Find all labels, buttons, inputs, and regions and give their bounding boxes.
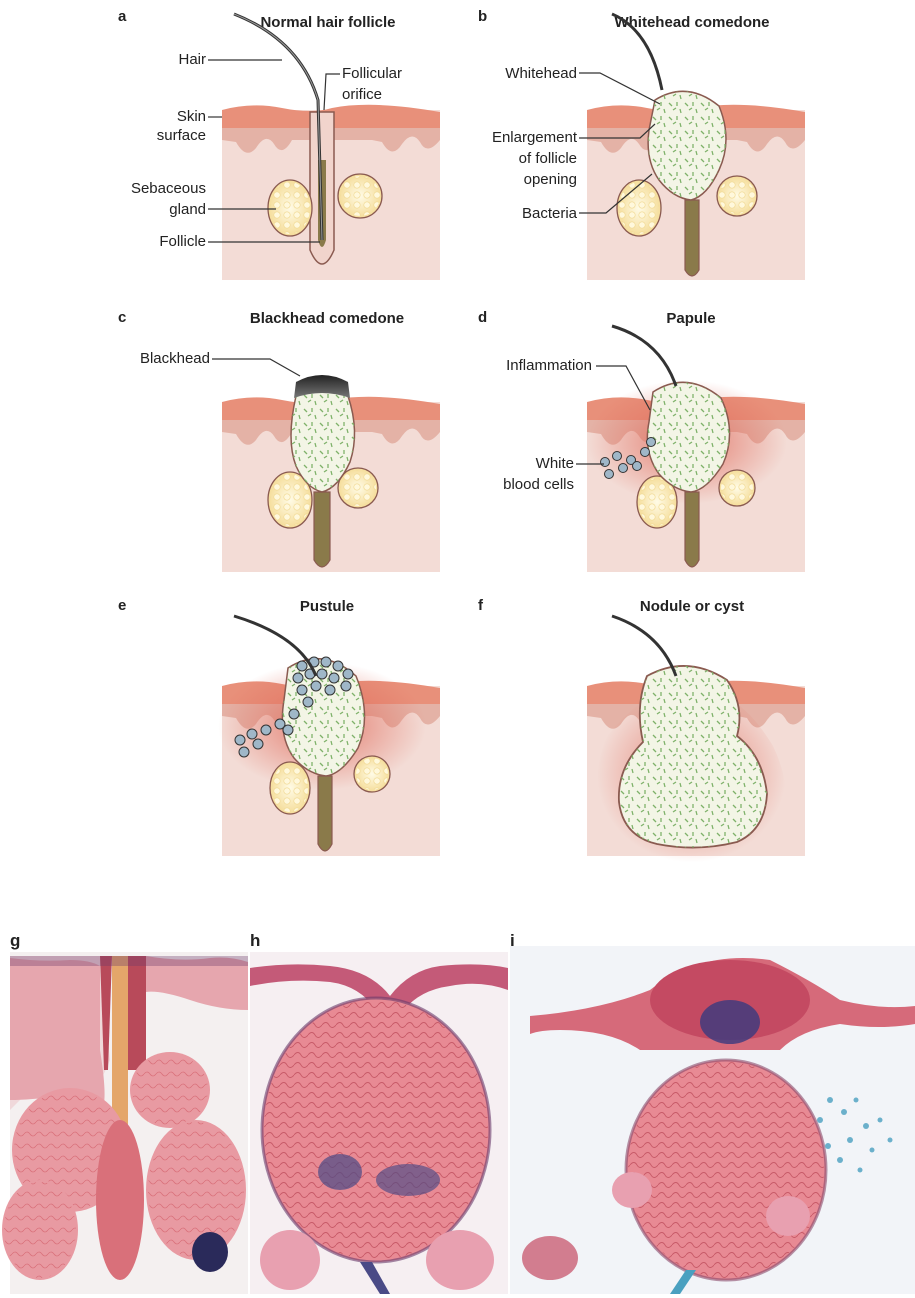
label-surface: surface [157, 127, 206, 144]
panel-title: Blackhead comedone [250, 310, 404, 327]
panel-letter: g [10, 931, 20, 950]
label-follicle: Follicle [159, 233, 206, 250]
panel-d: d Papule Inflammation White blood cells [478, 309, 805, 572]
label-enlargement: Enlargement [492, 129, 578, 146]
label-orifice: orifice [342, 86, 382, 103]
label-inflammation: Inflammation [506, 357, 592, 374]
panel-letter: f [478, 597, 484, 614]
panel-letter: b [478, 8, 487, 25]
pustule-diagram [218, 657, 440, 856]
panel-letter: c [118, 309, 126, 326]
panel-title: Normal hair follicle [260, 14, 395, 31]
panel-letter: d [478, 309, 487, 326]
label-blackhead: Blackhead [140, 350, 210, 367]
panel-title: Nodule or cyst [640, 598, 744, 615]
panel-b: b Whitehead comedone Whitehead Enlargeme… [478, 8, 805, 280]
histology-i: i [510, 931, 915, 1294]
label-gland: gland [169, 201, 206, 218]
panel-c: c Blackhead comedone Blackhead [118, 309, 440, 572]
label-hair: Hair [178, 51, 206, 68]
label-sebaceous: Sebaceous [131, 180, 206, 197]
histology-h: h [250, 931, 508, 1294]
papule-diagram [587, 380, 805, 572]
panel-title: Whitehead comedone [614, 14, 769, 31]
label-of-follicle: of follicle [519, 150, 577, 167]
histology-g: g [2, 931, 248, 1294]
panel-letter: a [118, 8, 127, 25]
follicle-diagram [222, 105, 440, 280]
nodule-diagram [587, 666, 805, 863]
panel-title: Papule [666, 310, 715, 327]
panel-title: Pustule [300, 598, 354, 615]
label-skin: Skin [177, 108, 206, 125]
blackhead-diagram [222, 375, 440, 572]
label-follicular: Follicular [342, 65, 402, 82]
panel-e: e Pustule [118, 597, 440, 856]
label-white: White [536, 455, 574, 472]
panel-letter: e [118, 597, 126, 614]
label-opening: opening [524, 171, 577, 188]
label-bacteria: Bacteria [522, 205, 578, 222]
whitehead-diagram [587, 91, 805, 280]
panel-f: f Nodule or cyst [478, 597, 805, 862]
panel-a: a Normal hair follicle Hair Follicular o… [118, 8, 440, 280]
label-blood-cells: blood cells [503, 476, 574, 493]
label-whitehead: Whitehead [505, 65, 577, 82]
panel-letter: h [250, 931, 260, 950]
